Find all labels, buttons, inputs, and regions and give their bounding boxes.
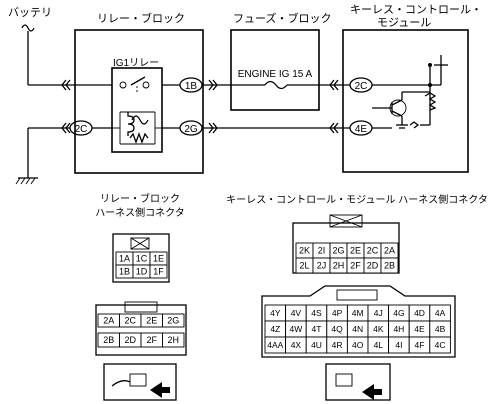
terminal-km-2c: 2C: [349, 77, 373, 93]
terminal-pin-label: 4V: [291, 308, 302, 318]
fuse-block-label: フューズ・ブロック: [233, 11, 331, 25]
connector-cell: [380, 257, 399, 274]
terminal-pin-label: 2F: [350, 261, 361, 271]
connector-chevrons: [61, 79, 339, 134]
terminal-pin-label: 1B: [119, 267, 130, 277]
fuse-symbol: [264, 80, 288, 90]
terminal-label: 1B: [185, 81, 198, 92]
terminal-pin-label: 4Y: [270, 308, 281, 318]
terminal-pin-label: 4X: [291, 340, 302, 350]
terminal-pin-label: 2B: [384, 261, 395, 271]
keyless-connector-top: 2K 2I 2G 2E 2C 2A 2L 2J 2H 2F 2D 2B: [292, 214, 400, 274]
terminal-pin-label: 4R: [332, 340, 343, 350]
relay-connector-photo: [103, 363, 177, 401]
terminal-rb-2c: 2C: [69, 120, 93, 136]
terminal-pin-label: 2L: [299, 261, 309, 271]
keyless-connector-photo: [325, 363, 391, 401]
terminal-pin-label: 4L: [374, 340, 384, 350]
terminal-pin-label: 4P: [332, 308, 343, 318]
relay-harness-label-2: ハーネス側コネクタ: [95, 206, 185, 219]
keyless-module-label-1: キーレス・コントロール・: [350, 4, 482, 16]
terminal-rb-1b: 1B: [179, 77, 203, 93]
battery-symbol: [21, 24, 35, 85]
terminal-pin-label: 1A: [119, 254, 130, 264]
connector-cell: [429, 336, 451, 354]
connector-cell: [162, 332, 185, 348]
ig1-relay-switch: [119, 76, 150, 94]
terminal-pin-label: 4G: [393, 308, 404, 318]
module-internal-circuit: [372, 55, 448, 129]
terminal-pin-label: 2D: [367, 261, 379, 271]
terminal-pin-label: 1C: [136, 254, 148, 264]
battery-label: バッテリ: [8, 6, 52, 19]
connector-cell: [162, 313, 185, 328]
terminal-pin-label: 2H: [333, 261, 345, 271]
terminal-pin-label: 4B: [435, 324, 446, 334]
terminal-pin-label: 2G: [332, 246, 344, 256]
terminal-pin-label: 2J: [317, 261, 327, 271]
terminal-pin-label: 1F: [153, 267, 164, 277]
terminal-pin-label: 4F: [415, 340, 425, 350]
terminal-label: 2C: [355, 81, 368, 92]
terminal-pin-label: 2G: [167, 316, 179, 326]
terminal-pin-label: 4AA: [267, 340, 283, 350]
terminal-pin-label: 4U: [311, 340, 322, 350]
terminal-pin-label: 4H: [393, 324, 404, 334]
terminal-pin-label: 4T: [312, 324, 322, 334]
keyless-harness-label: キーレス・コントロール・モジュール ハーネス側コネクタ: [226, 193, 488, 206]
terminal-pin-label: 2F: [146, 335, 157, 345]
terminal-pin-label: 1D: [136, 267, 148, 277]
terminal-pin-label: 4Q: [331, 324, 343, 334]
relay-block-label: リレー・ブロック: [97, 11, 185, 25]
terminal-pin-label: 4D: [414, 308, 425, 318]
relay-connector-big: 2A 2C 2E 2G 2B 2D 2F 2H: [95, 301, 187, 356]
ig1-relay-coil: [112, 111, 162, 145]
terminal-pin-label: 4K: [373, 324, 384, 334]
ground-symbol: [15, 128, 38, 185]
terminal-pin-label: 2D: [124, 335, 136, 345]
terminal-pin-label: 4Z: [270, 324, 280, 334]
connector-cell: [149, 264, 168, 279]
terminal-pin-label: 4S: [311, 308, 322, 318]
terminal-pin-label: 2K: [299, 246, 310, 256]
fuse-label: ENGINE IG 15 A: [238, 69, 313, 80]
terminal-pin-label: 4I: [395, 340, 402, 350]
terminal-pin-label: 2H: [167, 335, 179, 345]
terminal-label: 2G: [184, 124, 198, 135]
fuse-block-box: [230, 29, 320, 111]
terminal-pin-label: 2E: [146, 316, 157, 326]
terminal-pin-label: 4O: [352, 340, 364, 350]
terminal-pin-label: 2A: [103, 316, 114, 326]
terminal-pin-label: 2E: [350, 246, 361, 256]
terminal-pin-label: 4C: [435, 340, 446, 350]
terminal-pin-label: 4M: [352, 308, 364, 318]
terminal-pin-label: 4N: [352, 324, 363, 334]
terminal-pin-label: 2C: [367, 246, 379, 256]
terminal-pin-label: 2C: [124, 316, 136, 326]
terminal-rb-2g: 2G: [179, 120, 203, 136]
keyless-module-label-2: モジュール: [377, 17, 431, 29]
terminal-pin-label: 4J: [374, 308, 383, 318]
terminal-pin-label: 2B: [103, 335, 114, 345]
keyless-module-box: [342, 29, 469, 173]
relay-harness-label-1: リレー・ブロック: [100, 192, 180, 205]
terminal-pin-label: 1E: [153, 254, 164, 264]
relay-connector-small: 1A 1C 1E 1B 1D 1F: [112, 233, 170, 283]
keyless-connector-bottom: 4Y 4V 4S 4P 4M 4J 4G 4D 4A 4Z 4W 4T 4Q 4N 4K 4H 4E 4B 4AA 4…: [261, 285, 456, 358]
terminal-pin-label: 2A: [384, 246, 395, 256]
ig1-relay-label: IG1リレー: [113, 58, 159, 69]
terminal-pin-label: 4W: [290, 324, 303, 334]
terminal-pin-label: 4A: [435, 308, 446, 318]
terminal-label: 4E: [355, 124, 368, 135]
terminal-km-4e: 4E: [349, 120, 373, 136]
terminal-label: 2C: [75, 124, 88, 135]
terminal-pin-label: 4E: [414, 324, 425, 334]
terminal-pin-label: 2I: [318, 246, 326, 256]
